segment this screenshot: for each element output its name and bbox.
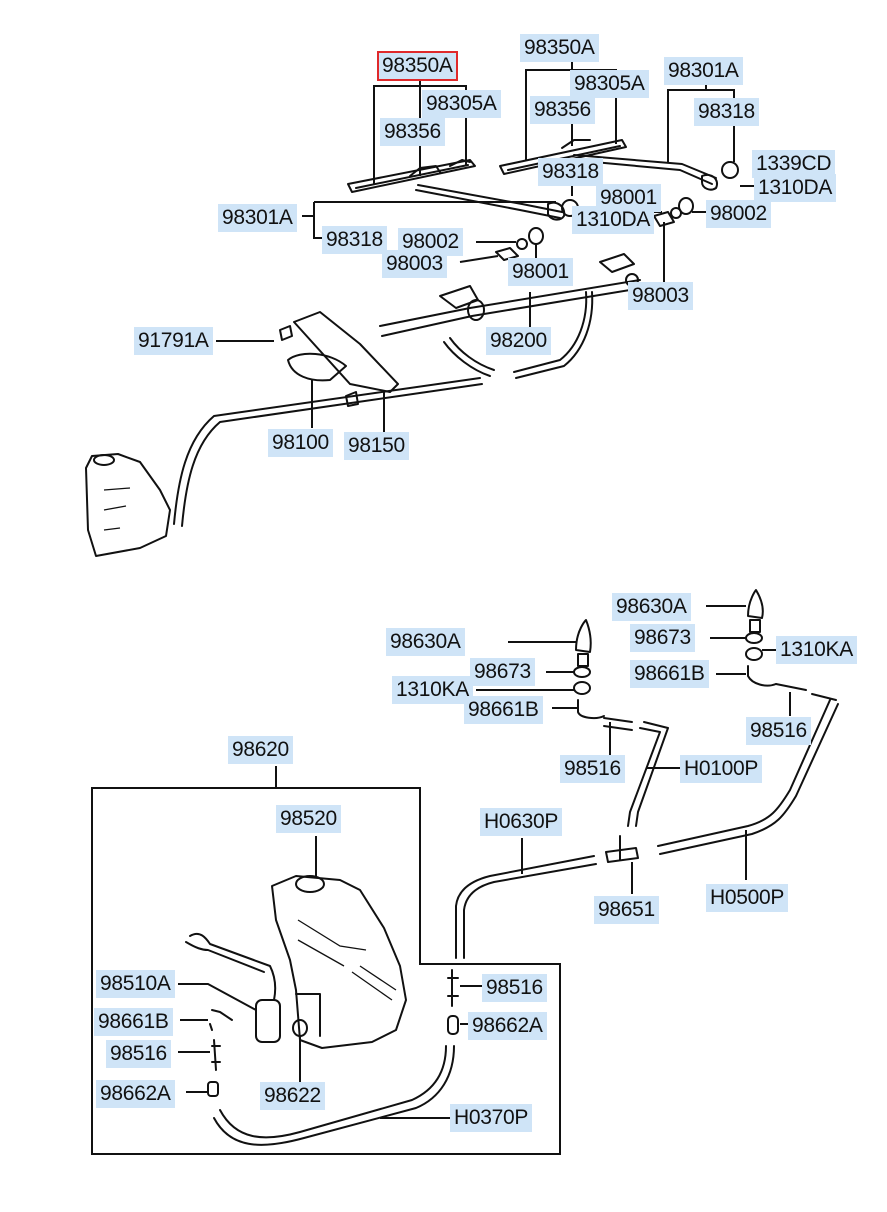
- part-label-H0630P[interactable]: H0630P: [480, 808, 563, 836]
- part-label-H0100P[interactable]: H0100P: [680, 755, 763, 783]
- part-label-98661B-left[interactable]: 98661B: [464, 696, 543, 724]
- part-label-98318-right[interactable]: 98318: [694, 98, 759, 126]
- washer-pump-drawing: [185, 932, 308, 1043]
- part-label-91791A[interactable]: 91791A: [134, 327, 213, 355]
- upper-reservoir-drawing: [85, 453, 171, 557]
- washer-hoses-drawing: [455, 693, 839, 959]
- part-label-98622[interactable]: 98622: [260, 1082, 325, 1110]
- left-wiper-blade-drawing: [347, 159, 476, 193]
- part-label-98350A-right[interactable]: 98350A: [520, 34, 599, 62]
- part-label-98673-right[interactable]: 98673: [630, 624, 695, 652]
- part-label-H0500P[interactable]: H0500P: [706, 884, 789, 912]
- part-label-98002-right[interactable]: 98002: [706, 200, 771, 228]
- part-label-98356-right[interactable]: 98356: [530, 96, 595, 124]
- part-label-98356-left[interactable]: 98356: [380, 118, 445, 146]
- part-label-98318-left[interactable]: 98318: [322, 226, 387, 254]
- bottom-leader-lines: [91, 605, 791, 1155]
- part-label-1310KA-left[interactable]: 1310KA: [392, 676, 473, 704]
- part-label-98350A-left-selected[interactable]: 98350A: [377, 51, 458, 81]
- right-wiper-arm-drawing: [571, 154, 739, 191]
- part-label-98516-bottom-left[interactable]: 98516: [106, 1040, 171, 1068]
- part-label-98620[interactable]: 98620: [228, 736, 293, 764]
- part-label-1310DA-left[interactable]: 1310DA: [572, 206, 655, 234]
- part-label-98305A-left[interactable]: 98305A: [422, 90, 501, 118]
- washer-reservoir-drawing: [271, 875, 407, 1049]
- part-label-98661B-bottom[interactable]: 98661B: [94, 1008, 173, 1036]
- part-label-98662A-bottom-right[interactable]: 98662A: [468, 1012, 547, 1040]
- part-label-98001-left[interactable]: 98001: [508, 258, 573, 286]
- part-label-98301A-right[interactable]: 98301A: [664, 57, 743, 85]
- part-label-98510A[interactable]: 98510A: [96, 970, 175, 998]
- part-label-98100[interactable]: 98100: [268, 429, 333, 457]
- part-label-98200[interactable]: 98200: [486, 327, 551, 355]
- part-label-98301A-left[interactable]: 98301A: [218, 204, 297, 232]
- part-label-98673-left[interactable]: 98673: [470, 658, 535, 686]
- part-label-98516-left[interactable]: 98516: [560, 755, 625, 783]
- part-label-98150[interactable]: 98150: [344, 432, 409, 460]
- part-label-98305A-right[interactable]: 98305A: [570, 70, 649, 98]
- part-label-98662A-bottom-left[interactable]: 98662A: [96, 1080, 175, 1108]
- part-label-1339CD[interactable]: 1339CD: [752, 150, 836, 178]
- part-label-98516-right[interactable]: 98516: [746, 717, 811, 745]
- part-label-98520[interactable]: 98520: [276, 805, 341, 833]
- part-label-H0370P[interactable]: H0370P: [450, 1104, 533, 1132]
- pivot-hardware-drawing: [495, 197, 694, 261]
- part-label-98630A-right[interactable]: 98630A: [612, 593, 691, 621]
- upper-washer-hose-drawing: [173, 291, 594, 527]
- part-label-98516-bottom-right[interactable]: 98516: [482, 974, 547, 1002]
- right-nozzle-drawing: [745, 589, 807, 691]
- part-label-98651[interactable]: 98651: [594, 896, 659, 924]
- left-wiper-arm-drawing: [415, 184, 579, 221]
- part-label-98661B-right[interactable]: 98661B: [630, 660, 709, 688]
- part-label-98003-left[interactable]: 98003: [382, 250, 447, 278]
- part-label-98003-right[interactable]: 98003: [628, 282, 693, 310]
- left-nozzle-drawing: [573, 619, 633, 731]
- part-label-98318-center[interactable]: 98318: [538, 158, 603, 186]
- bottom-connectors-drawing: [207, 969, 459, 1146]
- part-label-1310KA-right[interactable]: 1310KA: [776, 636, 857, 664]
- part-label-98630A-left[interactable]: 98630A: [386, 628, 465, 656]
- part-label-1310DA-right[interactable]: 1310DA: [754, 174, 837, 202]
